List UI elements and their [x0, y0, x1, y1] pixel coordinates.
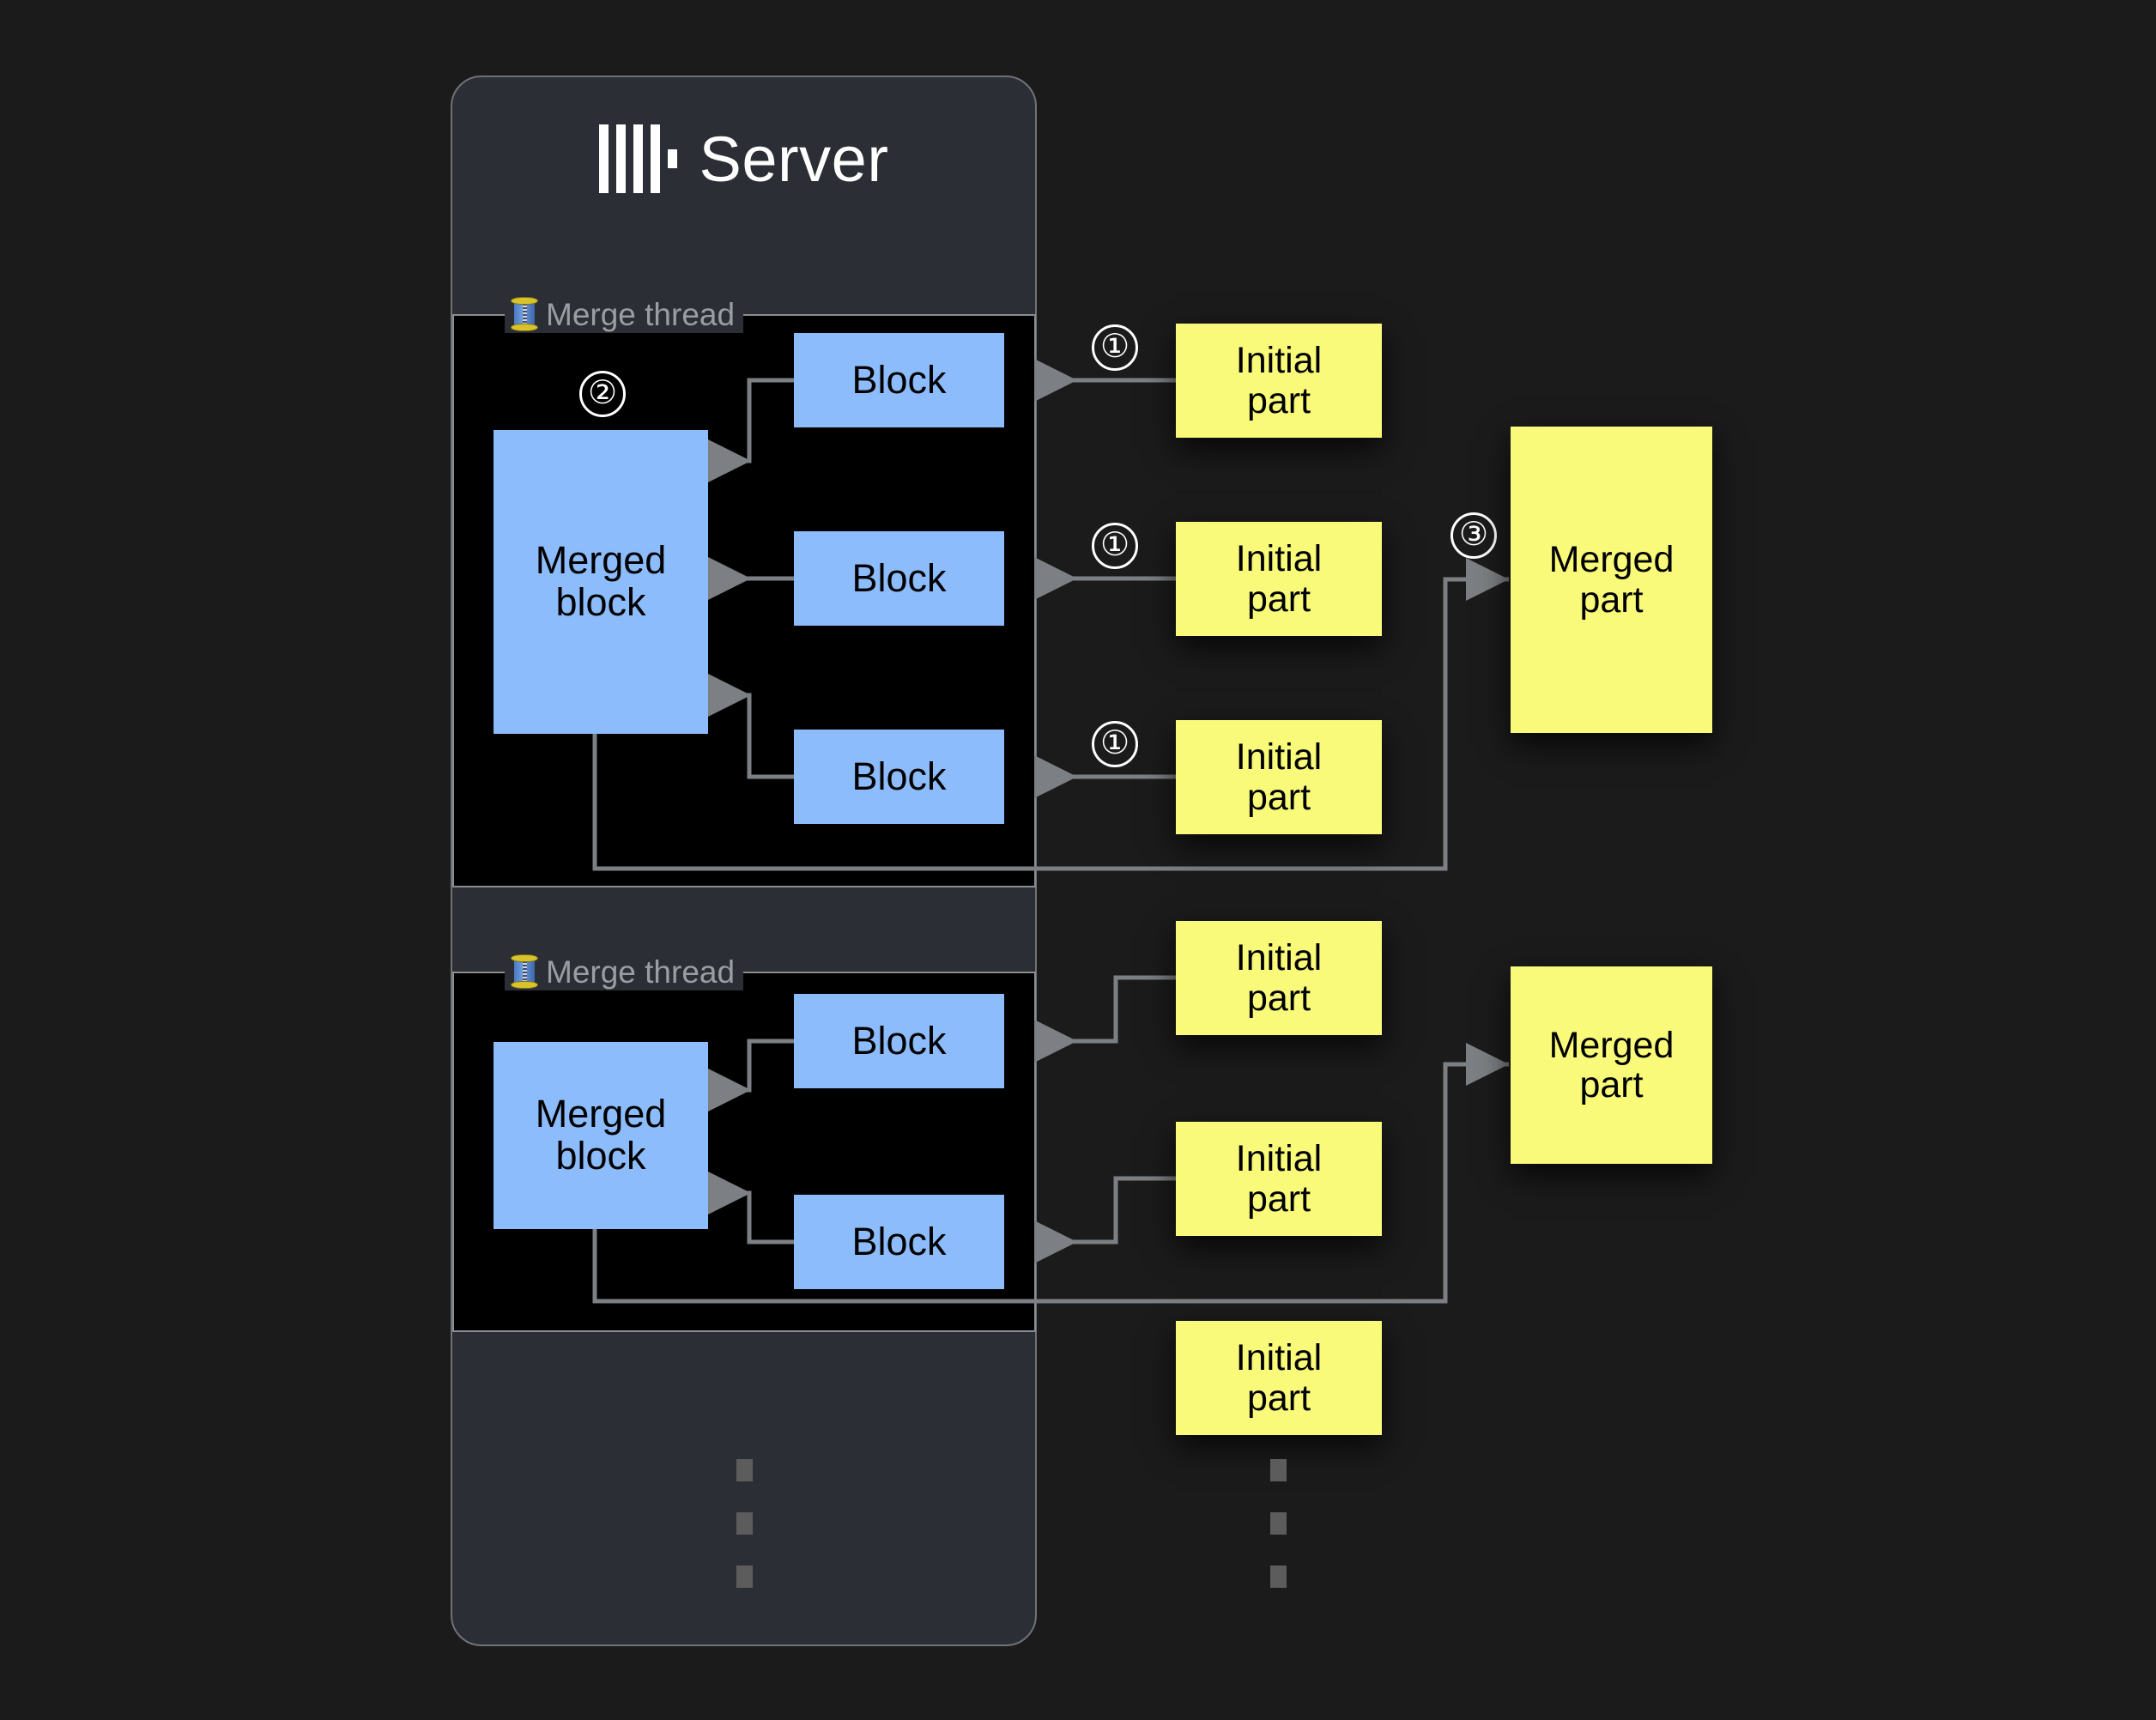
thread-spool-icon	[510, 296, 539, 332]
initial-part-line1: Initial	[1235, 1138, 1323, 1180]
block-2-2: Block	[794, 1195, 1004, 1289]
initial-part-line1: Initial	[1235, 1337, 1323, 1379]
initial-part-2: Initial part	[1176, 522, 1382, 636]
merge-thread-label: Merge thread	[546, 296, 736, 332]
initial-part-line2: part	[1246, 776, 1311, 818]
step-badge-2: ②	[579, 371, 626, 417]
initial-part-line2: part	[1246, 1178, 1311, 1220]
initial-part-line1: Initial	[1235, 340, 1323, 382]
block-1-1: Block	[794, 333, 1004, 427]
initial-part-4: Initial part	[1176, 921, 1382, 1035]
initial-part-line1: Initial	[1235, 538, 1323, 580]
merged-block-line1: Merged	[535, 1092, 667, 1136]
server-title-label: Server	[699, 123, 889, 195]
merged-part-line2: part	[1579, 1064, 1644, 1105]
initial-part-line2: part	[1246, 578, 1311, 620]
server-title: Server	[451, 112, 1037, 206]
ellipsis-parts	[1270, 1459, 1287, 1588]
thread-spool-icon	[510, 954, 539, 990]
initial-part-3: Initial part	[1176, 720, 1382, 834]
merged-part-line2: part	[1579, 578, 1644, 621]
initial-part-line2: part	[1246, 379, 1311, 421]
clickhouse-logo-icon	[598, 124, 677, 193]
block-2-1: Block	[794, 994, 1004, 1088]
step-badge-1-a: ①	[1092, 324, 1138, 371]
step-badge-1-c: ①	[1092, 721, 1138, 767]
initial-part-line1: Initial	[1235, 937, 1323, 979]
merged-block-2: Merged block	[494, 1042, 708, 1229]
merge-thread-legend-2: Merge thread	[505, 953, 744, 990]
initial-part-line2: part	[1246, 977, 1311, 1019]
merged-part-2: Merged part	[1511, 966, 1712, 1164]
merged-block-line2: block	[555, 580, 646, 624]
merged-part-1: Merged part	[1511, 427, 1712, 733]
merge-thread-label: Merge thread	[546, 954, 736, 990]
merged-block-line2: block	[555, 1134, 646, 1178]
merged-block-line1: Merged	[535, 538, 667, 583]
block-1-3: Block	[794, 730, 1004, 824]
merged-block-1: Merged block	[494, 430, 708, 734]
step-badge-3: ③	[1450, 512, 1497, 559]
merge-thread-legend-1: Merge thread	[505, 295, 744, 333]
merged-part-line1: Merged	[1548, 1024, 1675, 1066]
merged-part-line1: Merged	[1548, 539, 1675, 581]
initial-part-line2: part	[1246, 1377, 1311, 1419]
block-1-2: Block	[794, 531, 1004, 626]
initial-part-6: Initial part	[1176, 1321, 1382, 1435]
step-badge-1-b: ①	[1092, 523, 1138, 569]
initial-part-1: Initial part	[1176, 324, 1382, 438]
initial-part-line1: Initial	[1235, 736, 1323, 778]
ellipsis-server	[736, 1459, 753, 1588]
initial-part-5: Initial part	[1176, 1122, 1382, 1236]
